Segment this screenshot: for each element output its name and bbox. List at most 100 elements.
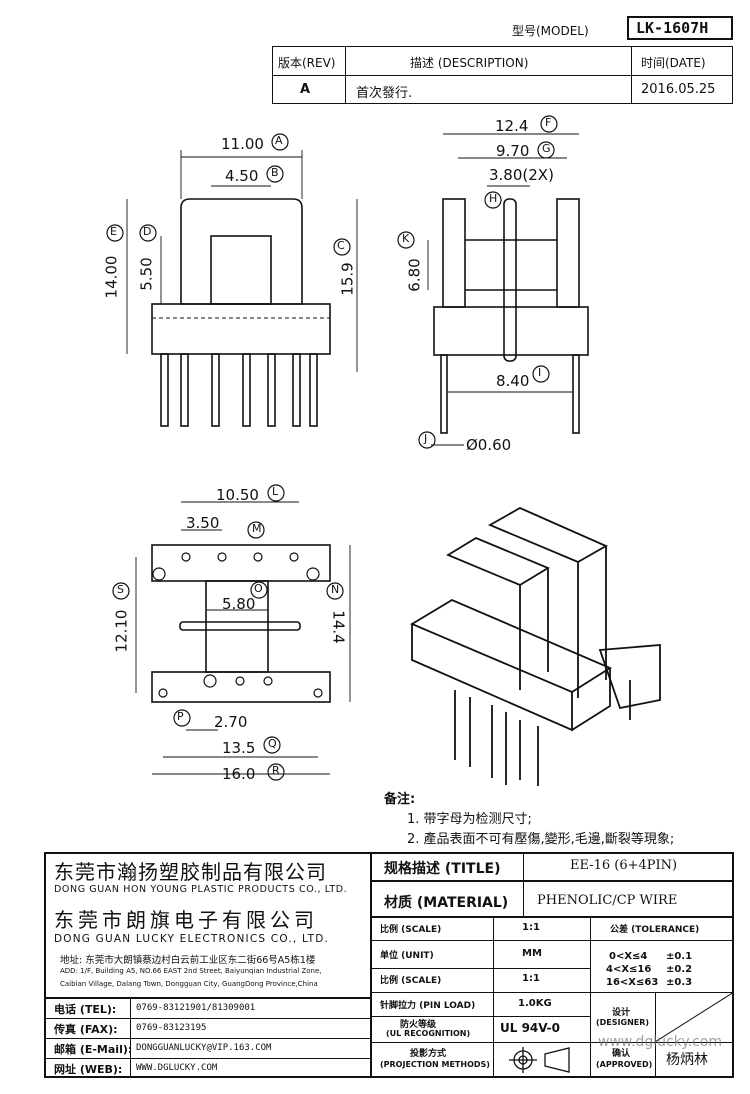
date-header: 时间(DATE) xyxy=(641,56,706,70)
company-address-en-1: ADD: 1/F, Building A5, NO.66 EAST 2nd St… xyxy=(60,967,322,975)
dim-l: 10.50 xyxy=(216,486,259,504)
model-label: 型号(MODEL) xyxy=(512,24,589,38)
ul-label-2: (UL RECOGNITION) xyxy=(386,1029,471,1038)
tag-e: E xyxy=(110,225,117,238)
company-address-en-2: Caibian Village, Dalang Town, Dongguan C… xyxy=(60,980,318,988)
fax-value: 0769-83123195 xyxy=(136,1023,207,1033)
scale-label-2: 比例 (SCALE) xyxy=(380,976,442,986)
dim-k: 6.80 xyxy=(405,258,424,292)
dim-r: 16.0 xyxy=(222,765,256,783)
scale-value-2: 1:1 xyxy=(522,973,540,984)
desc-header: 描述 (DESCRIPTION) xyxy=(410,56,529,70)
tag-k: K xyxy=(402,232,410,245)
title-value: EE-16 (6+4PIN) xyxy=(570,858,678,873)
notes-title: 备注: xyxy=(384,792,416,807)
tel-value: 0769-83121901/81309001 xyxy=(136,1003,256,1013)
dim-e: 14.00 xyxy=(102,255,121,299)
tol-value-1: ±0.1 xyxy=(666,951,693,962)
dim-g: 9.70 xyxy=(496,142,530,160)
ul-value: UL 94V-0 xyxy=(500,1021,561,1035)
approved-label-1: 确认 xyxy=(612,1049,631,1059)
scale-value-1: 1:1 xyxy=(522,922,540,933)
model-box xyxy=(627,16,733,40)
dim-j: Ø0.60 xyxy=(466,436,512,454)
designer-label-2: (DESIGNER) xyxy=(596,1018,650,1027)
designer-cross-line xyxy=(655,992,734,1042)
dim-n: 14.4 xyxy=(329,610,348,644)
projection-symbol-icon xyxy=(509,1047,570,1073)
tag-d: D xyxy=(143,225,152,238)
tol-range-2: 4<X≤16 xyxy=(606,964,652,975)
dim-m: 3.50 xyxy=(186,514,220,532)
mail-value: DONGGUANLUCKY@VIP.163.COM xyxy=(136,1043,272,1053)
unit-value: MM xyxy=(522,948,542,959)
fax-label: 传真 (FAX): xyxy=(54,1023,118,1036)
tag-s: S xyxy=(117,583,124,596)
scale-label-1: 比例 (SCALE) xyxy=(380,925,442,935)
isometric-view xyxy=(410,506,661,786)
bottom-holes xyxy=(152,552,323,698)
dim-b: 4.50 xyxy=(225,167,259,185)
dim-c: 15.9 xyxy=(338,262,357,296)
dim-p: 2.70 xyxy=(214,713,248,731)
company-name-cn-1: 东莞市瀚扬塑胶制品有限公司 xyxy=(54,860,327,884)
tag-l: L xyxy=(272,485,279,498)
mail-label: 邮箱 (E-Mail): xyxy=(54,1043,133,1056)
tag-j: J xyxy=(424,432,428,445)
tag-i: I xyxy=(538,366,542,379)
ul-label-1: 防火等级 xyxy=(400,1020,437,1030)
dim-a: 11.00 xyxy=(221,135,264,153)
tag-q: Q xyxy=(268,737,277,750)
model-value: LK-1607H xyxy=(636,19,709,37)
projection-label-2: (PROJECTION METHODS) xyxy=(380,1060,490,1069)
rev-value: A xyxy=(300,82,311,97)
tol-range-3: 16<X≤63 xyxy=(606,977,659,988)
company-name-en-2: DONG GUAN LUCKY ELECTRONICS CO., LTD. xyxy=(54,933,330,945)
tolerance-label: 公差 (TOLERANCE) xyxy=(610,925,700,935)
web-label: 网址 (WEB): xyxy=(54,1063,123,1076)
dim-f: 12.4 xyxy=(495,117,529,135)
approved-value: 杨炳林 xyxy=(666,1052,708,1068)
tag-c: C xyxy=(337,239,345,252)
front-top-frame xyxy=(180,198,303,305)
approved-label-2: (APPROVED) xyxy=(596,1060,653,1069)
tol-value-3: ±0.3 xyxy=(666,977,693,988)
desc-value: 首次發行. xyxy=(356,86,413,101)
material-label: 材质 (MATERIAL) xyxy=(384,895,509,911)
notes-line-1: 1. 带字母为检测尺寸; xyxy=(407,812,532,827)
tag-m: M xyxy=(252,522,262,535)
dim-o: 5.80 xyxy=(222,595,256,613)
dim-q: 13.5 xyxy=(222,739,256,757)
projection-label-1: 投影方式 xyxy=(410,1049,447,1059)
watermark: www.dglucky.com xyxy=(598,1034,722,1050)
company-address-cn: 地址: 东莞市大朗镇蔡边村白云前工业区东二街66号A5栋1楼 xyxy=(60,955,316,966)
front-pins xyxy=(160,353,318,427)
tag-r: R xyxy=(272,764,280,777)
tol-range-1: 0<X≤4 xyxy=(609,951,648,962)
dim-i: 8.40 xyxy=(496,372,530,390)
tag-h: H xyxy=(489,192,498,205)
dim-s: 12.10 xyxy=(112,609,131,653)
tag-a: A xyxy=(275,134,283,147)
tag-f: F xyxy=(545,116,552,129)
company-name-cn-2: 东莞市朗旗电子有限公司 xyxy=(54,908,318,932)
unit-label: 单位 (UNIT) xyxy=(380,951,434,961)
tag-g: G xyxy=(542,142,551,155)
dim-d: 5.50 xyxy=(137,257,156,291)
web-value: WWW.DGLUCKY.COM xyxy=(136,1063,218,1073)
tag-o: O xyxy=(254,582,263,595)
notes-line-2: 2. 產品表面不可有壓傷,變形,毛邊,斷裂等現象; xyxy=(407,832,675,847)
pin-load-value: 1.0KG xyxy=(518,998,552,1009)
rev-header: 版本(REV) xyxy=(278,56,336,70)
title-block-frame xyxy=(44,852,734,1078)
title-label: 规格描述 (TITLE) xyxy=(384,861,501,877)
tag-p: P xyxy=(177,710,184,723)
company-name-en-1: DONG GUAN HON YOUNG PLASTIC PRODUCTS CO.… xyxy=(54,884,348,895)
tol-value-2: ±0.2 xyxy=(666,964,693,975)
pin-load-label: 针脚拉力 (PIN LOAD) xyxy=(380,1001,476,1011)
designer-label-1: 设计 xyxy=(612,1008,631,1018)
material-value: PHENOLIC/CP WIRE xyxy=(537,893,678,908)
dim-h: 3.80(2X) xyxy=(489,166,554,184)
tag-b: B xyxy=(271,166,279,179)
date-value: 2016.05.25 xyxy=(641,82,716,97)
